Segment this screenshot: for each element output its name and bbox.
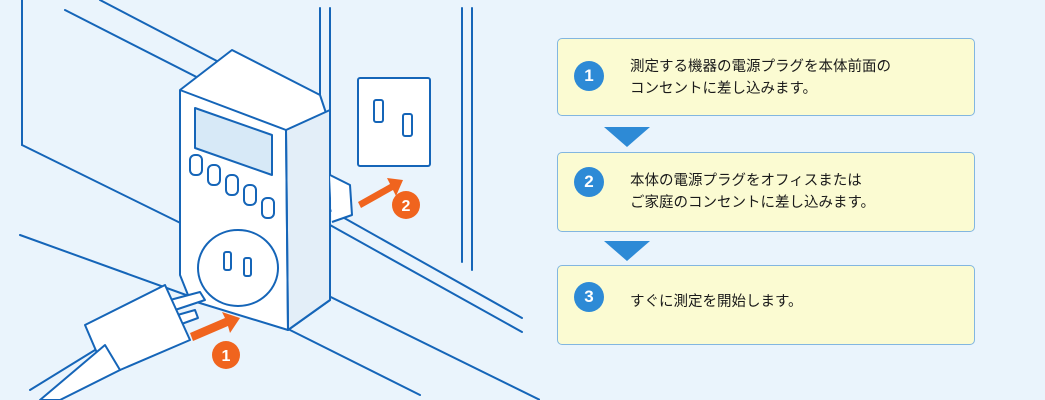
step-1-box: 1 測定する機器の電源プラグを本体前面の コンセントに差し込みます。 — [557, 38, 975, 116]
step-3-text: すぐに測定を開始します。 — [630, 291, 964, 313]
down-arrow-icon — [604, 127, 650, 147]
step-3-box: 3 すぐに測定を開始します。 — [557, 265, 975, 345]
power-meter-device — [180, 50, 352, 330]
appliance-plug — [40, 285, 205, 400]
step-3-number: 3 — [574, 282, 604, 312]
step-1-number: 1 — [574, 61, 604, 91]
step-2-text: 本体の電源プラグをオフィスまたは ご家庭のコンセントに差し込みます。 — [630, 170, 964, 214]
floor-line — [330, 225, 522, 332]
floor-line — [20, 235, 200, 300]
callout-1-number: 1 — [222, 348, 231, 365]
step-1-text: 測定する機器の電源プラグを本体前面の コンセントに差し込みます。 — [630, 56, 964, 100]
wall-outlet — [358, 78, 430, 166]
step-2-box: 2 本体の電源プラグをオフィスまたは ご家庭のコンセントに差し込みます。 — [557, 152, 975, 232]
power-meter-installation-illustration: 1 2 — [0, 0, 540, 400]
floor-line — [330, 210, 522, 318]
front-socket — [198, 230, 278, 306]
step-2-number: 2 — [574, 167, 604, 197]
down-arrow-icon — [604, 241, 650, 261]
floor-line — [290, 330, 420, 395]
callout-2-number: 2 — [402, 198, 411, 215]
